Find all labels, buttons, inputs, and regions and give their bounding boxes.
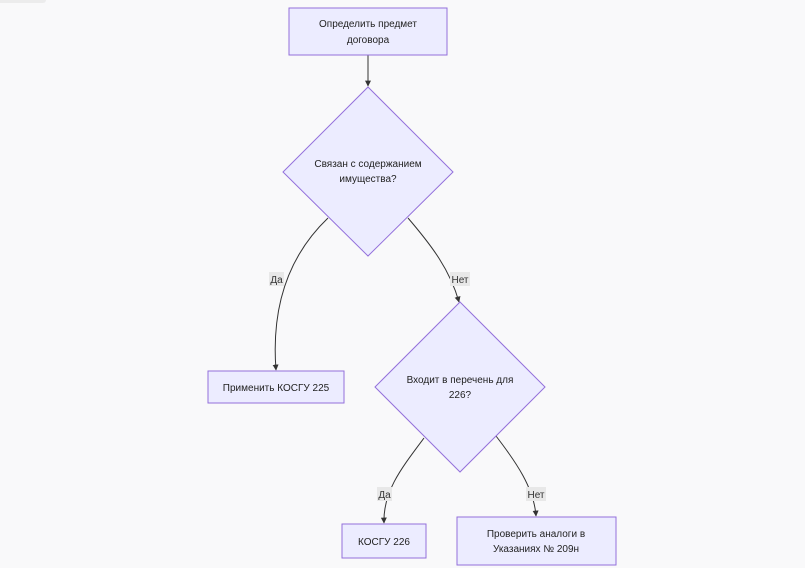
node-decision2-line-1: Входит в перечень для [407,375,514,386]
node-kosgu226[interactable]: КОСГУ 226 [341,523,427,559]
edge-label-d2-yes: Да [378,490,391,501]
node-kosgu226-line-1: КОСГУ 226 [358,537,410,548]
edge-labels: Да Нет Да Нет [269,272,546,501]
node-start-line-1: Определить предмет [319,19,417,30]
edge-label-d2-no: Нет [527,490,544,501]
edge-decision1-no [407,217,461,303]
node-check209n[interactable]: Проверить аналоги в Указаниях № 209н [456,516,617,566]
node-decision1-line-2: имущества? [339,174,397,185]
edge-decision1-yes [272,217,329,371]
top-edge-strip [0,0,46,3]
node-start-line-2: договора [347,35,390,46]
edge-decision2-yes [380,437,425,524]
node-check209n-line-1: Проверить аналоги в [487,529,585,540]
edges [272,55,539,524]
node-kosgu225-line-1: Применить КОСГУ 225 [223,383,330,394]
node-decision1-line-1: Связан с содержанием [314,159,421,170]
node-decision1[interactable]: Связан с содержанием имущества? [282,86,454,257]
node-decision2[interactable]: Входит в перечень для 226? [374,301,546,473]
node-check209n-line-2: Указаниях № 209н [493,544,579,555]
node-kosgu225[interactable]: Применить КОСГУ 225 [207,370,345,404]
node-start[interactable]: Определить предмет договора [288,7,448,56]
edge-label-d1-yes: Да [270,275,283,286]
edge-decision2-no [495,435,539,517]
edge-label-d1-no: Нет [451,275,468,286]
node-decision2-line-2: 226? [449,390,472,401]
